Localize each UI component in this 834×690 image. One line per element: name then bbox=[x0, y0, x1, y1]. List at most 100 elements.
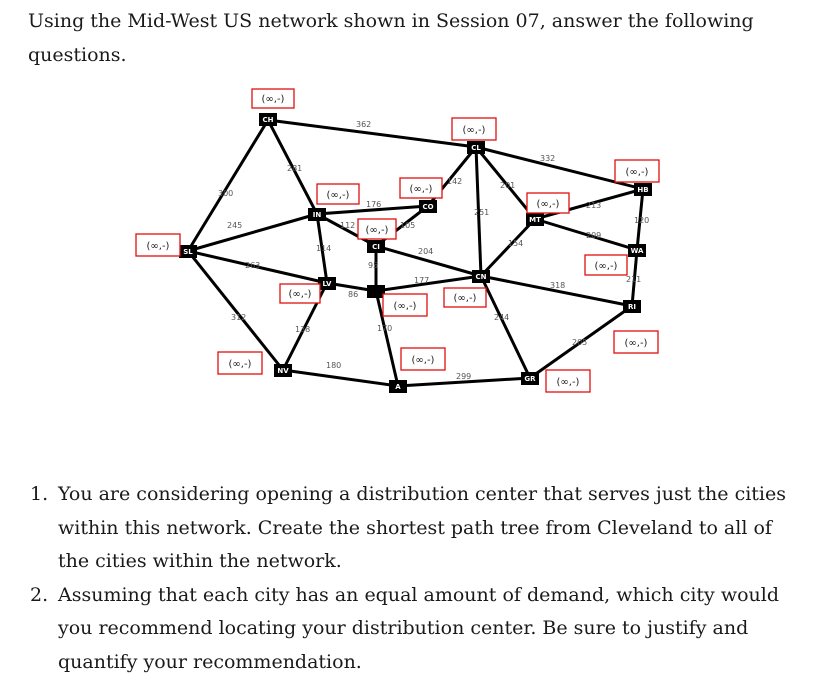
node-ch: CH bbox=[259, 113, 277, 126]
edge-ch-cl bbox=[266, 118, 478, 149]
edge-sl-lv bbox=[186, 249, 329, 285]
question-number: 1. bbox=[30, 483, 49, 505]
edge-in-co bbox=[315, 204, 430, 216]
node-ri: RI bbox=[623, 300, 641, 313]
weight-label: 244 bbox=[494, 313, 509, 322]
svg-text:CI: CI bbox=[372, 243, 380, 251]
distance-label-kn: (∞,-) bbox=[400, 347, 446, 371]
node-co: CO bbox=[419, 200, 437, 213]
edge-kn-gr bbox=[396, 376, 532, 388]
svg-text:(∞,-): (∞,-) bbox=[262, 94, 285, 105]
weight-label: 300 bbox=[218, 189, 233, 198]
edge-hb-wa bbox=[635, 187, 645, 252]
edge-cl-mt bbox=[474, 145, 537, 221]
weight-label: 112 bbox=[340, 221, 355, 230]
edge-sl-nv bbox=[186, 249, 285, 372]
svg-text:HB: HB bbox=[637, 186, 648, 194]
svg-text:RI: RI bbox=[628, 303, 636, 311]
weight-label: 170 bbox=[377, 324, 392, 333]
distance-label-lv: (∞,-) bbox=[279, 283, 321, 304]
edge-sl-in bbox=[186, 212, 319, 253]
weight-label: 318 bbox=[550, 281, 565, 290]
svg-text:LV: LV bbox=[323, 280, 332, 288]
svg-text:(∞,-): (∞,-) bbox=[595, 261, 618, 272]
edge-cn-ri bbox=[479, 274, 634, 308]
question-2: 2. Assuming that each city has an equal … bbox=[24, 579, 794, 680]
weight-label: 86 bbox=[348, 290, 358, 299]
node-cn: CN bbox=[472, 270, 490, 283]
svg-text:(∞,-): (∞,-) bbox=[229, 359, 252, 370]
node-kn: A bbox=[389, 380, 407, 393]
svg-text:CN: CN bbox=[476, 273, 487, 281]
svg-text:SL: SL bbox=[183, 248, 193, 256]
network-nodes: CH SL IN LV NV CO CI A CL CN MT HB WA RI… bbox=[179, 113, 652, 393]
edge-weight-labels: 362 332 142 201 251 213 120 209 211 318 … bbox=[218, 120, 649, 381]
svg-text:WA: WA bbox=[631, 247, 644, 255]
edge-wa-ri bbox=[630, 248, 639, 308]
svg-text:CH: CH bbox=[263, 116, 274, 124]
svg-text:GR: GR bbox=[524, 375, 536, 383]
weight-label: 142 bbox=[447, 177, 462, 186]
question-1: 1. You are considering opening a distrib… bbox=[24, 478, 794, 579]
edge-ky-cn bbox=[374, 274, 483, 293]
svg-text:(∞,-): (∞,-) bbox=[537, 199, 560, 210]
edge-in-lv bbox=[315, 212, 329, 285]
svg-text:(∞,-): (∞,-) bbox=[289, 289, 312, 300]
svg-text:MT: MT bbox=[529, 216, 541, 224]
edge-cn-gr bbox=[479, 274, 532, 380]
svg-text:(∞,-): (∞,-) bbox=[394, 301, 417, 312]
edge-gr-ri bbox=[528, 304, 634, 380]
weight-label: 205 bbox=[572, 338, 587, 347]
edge-nv-kn bbox=[281, 368, 400, 388]
distance-label-hb: (∞,-) bbox=[614, 159, 660, 183]
svg-text:(∞,-): (∞,-) bbox=[366, 225, 389, 236]
svg-text:(∞,-): (∞,-) bbox=[454, 293, 477, 304]
weight-label: 154 bbox=[508, 239, 523, 248]
distance-label-gr: (∞,-) bbox=[545, 369, 591, 393]
edge-ch-sl bbox=[186, 118, 270, 253]
edge-cn-mt bbox=[479, 217, 537, 278]
edge-mt-hb bbox=[533, 187, 645, 221]
weight-label: 211 bbox=[626, 275, 641, 284]
weight-label: 213 bbox=[586, 201, 601, 210]
svg-text:(∞,-): (∞,-) bbox=[463, 125, 486, 136]
node-cl: CL bbox=[467, 141, 485, 154]
distance-label-ri: (∞,-) bbox=[613, 330, 659, 354]
weight-label: 138 bbox=[295, 325, 310, 334]
node-ky bbox=[367, 285, 385, 298]
network-diagram: CH SL IN LV NV CO CI A CL CN MT HB WA RI… bbox=[135, 88, 660, 393]
node-nv: NV bbox=[274, 364, 292, 377]
weight-label: 95 bbox=[368, 261, 378, 270]
distance-label-cn: (∞,-) bbox=[443, 287, 487, 308]
edge-in-ci bbox=[315, 212, 378, 248]
edge-ci-cn bbox=[374, 244, 483, 278]
weight-label: 209 bbox=[586, 231, 601, 240]
svg-text:IN: IN bbox=[313, 211, 322, 219]
distance-label-mt: (∞,-) bbox=[526, 192, 570, 214]
distance-label-nv: (∞,-) bbox=[217, 351, 263, 375]
weight-label: 332 bbox=[540, 154, 555, 163]
node-gr: GR bbox=[521, 372, 539, 385]
distance-label-ci: (∞,-) bbox=[357, 218, 397, 240]
distance-label-sl: (∞,-) bbox=[135, 233, 181, 257]
question-text: Assuming that each city has an equal amo… bbox=[58, 583, 779, 673]
weight-label: 176 bbox=[366, 200, 381, 209]
distance-label-cl: (∞,-) bbox=[451, 117, 497, 141]
weight-label: 120 bbox=[634, 216, 649, 225]
weight-label: 201 bbox=[500, 181, 515, 190]
weight-label: 362 bbox=[356, 120, 371, 129]
node-mt: MT bbox=[526, 213, 544, 226]
svg-text:CL: CL bbox=[471, 144, 481, 152]
svg-text:NV: NV bbox=[277, 367, 289, 375]
weight-label: 245 bbox=[227, 221, 242, 230]
edge-mt-wa bbox=[533, 217, 639, 252]
weight-label: 281 bbox=[287, 164, 302, 173]
weight-label: 177 bbox=[414, 276, 429, 285]
distance-label-in: (∞,-) bbox=[316, 183, 360, 205]
svg-text:(∞,-): (∞,-) bbox=[327, 190, 350, 201]
weight-label: 204 bbox=[418, 247, 433, 256]
node-wa: WA bbox=[628, 244, 646, 257]
svg-text:A: A bbox=[395, 383, 401, 391]
node-hb: HB bbox=[634, 183, 652, 196]
distance-label-wa: (∞,-) bbox=[584, 254, 628, 276]
